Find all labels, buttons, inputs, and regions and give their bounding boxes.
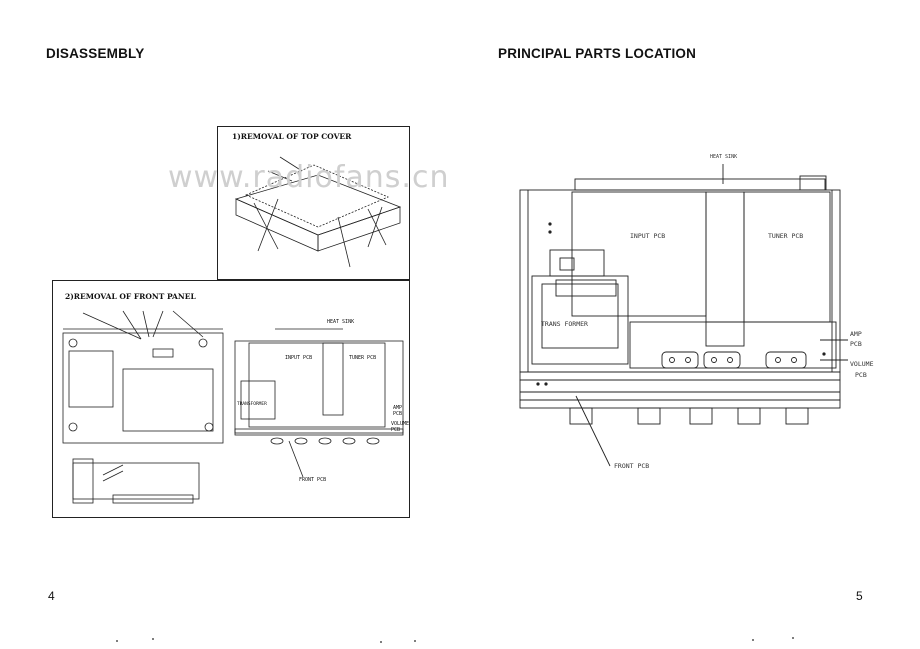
transformer-label: TRANS FORMER (541, 320, 588, 328)
page-title-principal-parts: PRINCIPAL PARTS LOCATION (498, 46, 697, 61)
front-panel-figure: 2)REMOVAL OF FRONT PANEL (52, 280, 410, 518)
page-number-right: 5 (856, 589, 863, 603)
mini-front-pcb-label: FRONT PCB (299, 477, 327, 483)
tuner-pcb-label: TUNER PCB (768, 232, 804, 240)
mini-amp-pcb-label: AMP PCB (393, 405, 403, 417)
front-panel-drawing (62, 310, 404, 504)
mini-tuner-pcb-label: TUNER PCB (349, 355, 377, 361)
amp-pcb-label-line2: PCB (850, 340, 862, 348)
front-panel-caption: 2)REMOVAL OF FRONT PANEL (65, 292, 196, 301)
front-pcb-label: FRONT PCB (614, 462, 650, 470)
scan-speck (792, 637, 794, 639)
scan-speck (116, 640, 118, 642)
input-pcb-label: INPUT PCB (630, 232, 666, 240)
page-number-left: 4 (48, 589, 55, 603)
top-cover-caption: 1)REMOVAL OF TOP COVER (232, 132, 352, 141)
scan-speck (752, 639, 754, 641)
top-cover-figure: 1)REMOVAL OF TOP COVER (217, 126, 410, 280)
volume-pcb-label-line1: VOLUME (850, 360, 874, 368)
heat-sink-label: HEAT SINK (710, 154, 738, 160)
scan-speck (380, 641, 382, 643)
mini-transformer-label: TRANSFORMER (237, 402, 267, 407)
amp-pcb-label-line1: AMP (850, 330, 862, 338)
mini-volume-pcb-label: VOLUME PCB (391, 421, 410, 433)
mini-heat-sink-label: HEAT SINK (327, 319, 355, 325)
scan-speck (414, 640, 416, 642)
mini-input-pcb-label: INPUT PCB (285, 355, 313, 361)
watermark-text: www.radiofans.cn (168, 160, 450, 195)
volume-pcb-label-line2: PCB (855, 371, 867, 379)
scan-speck (152, 638, 154, 640)
page-title-disassembly: DISASSEMBLY (46, 46, 145, 61)
top-cover-drawing (234, 156, 402, 268)
